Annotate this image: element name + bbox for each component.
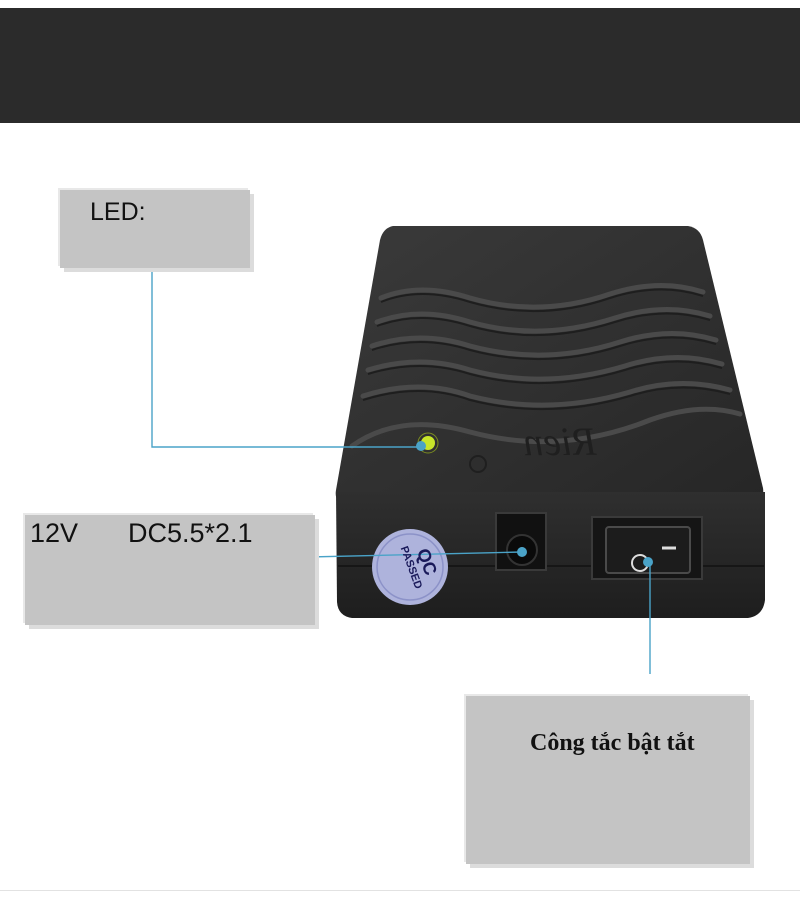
dc-callout-dot — [517, 547, 527, 557]
led-label: LED: — [90, 198, 146, 226]
switch-label: Công tắc bật tắt — [530, 730, 695, 756]
voltage-label: 12V — [30, 518, 79, 548]
header-bar — [0, 8, 800, 123]
bottom-divider — [0, 890, 800, 891]
brand-logo: Rien — [523, 419, 597, 464]
dc-label-box — [25, 515, 315, 625]
power-switch-icon[interactable] — [591, 516, 703, 580]
qc-sticker — [372, 529, 448, 605]
svg-text:Rien: Rien — [523, 419, 597, 464]
trademark-icon — [469, 455, 487, 473]
led-callout-dot — [416, 441, 426, 451]
led-label-box — [60, 190, 250, 268]
switch-callout-dot — [643, 557, 653, 567]
wave-ridges — [349, 283, 743, 449]
dc-jack-icon — [495, 512, 547, 571]
dc-size-label: DC5.5*2.1 — [128, 518, 253, 548]
switch-label-box — [466, 696, 750, 864]
